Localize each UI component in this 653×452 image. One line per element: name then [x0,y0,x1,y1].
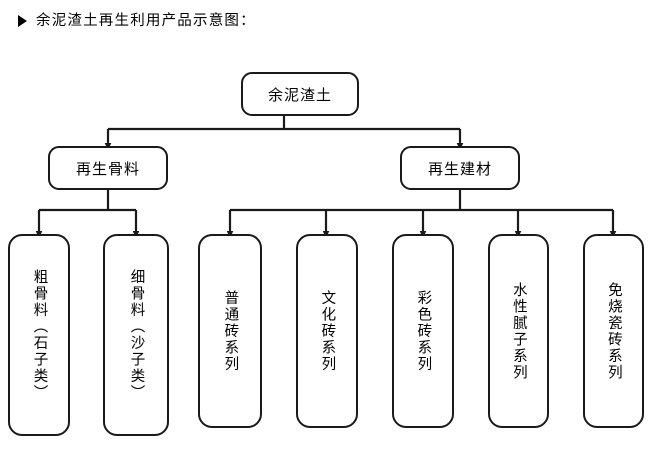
node-ordinary-brick-series[interactable]: 普通砖系列 [198,234,262,428]
node-coarse-aggregate[interactable]: 粗骨料（石子类） [8,234,70,436]
node-fine-aggregate[interactable]: 细骨料（沙子类） [103,234,169,436]
node-root-label: 余泥渣土 [267,85,332,104]
node-water-based-putty-series[interactable]: 水性腻子系列 [488,234,549,428]
node-unfired-ceramic-tile-series[interactable]: 免烧瓷砖系列 [583,234,644,428]
node-ordinary-brick-series-label: 普通砖系列 [222,289,239,373]
node-coarse-aggregate-label: 粗骨料（石子类） [31,269,48,401]
node-root[interactable]: 余泥渣土 [241,72,359,116]
node-culture-brick-series-label: 文化砖系列 [319,289,336,373]
page-heading: 余泥渣土再生利用产品示意图： [18,10,256,32]
triangle-right-icon [18,15,27,27]
node-unfired-ceramic-tile-series-label: 免烧瓷砖系列 [605,281,622,381]
node-recycled-aggregate-label: 再生骨料 [75,159,140,178]
node-recycled-aggregate[interactable]: 再生骨料 [48,146,168,190]
page-title: 余泥渣土再生利用产品示意图： [36,13,256,29]
node-color-brick-series[interactable]: 彩色砖系列 [392,234,454,428]
node-culture-brick-series[interactable]: 文化砖系列 [296,234,358,428]
node-recycled-building-material[interactable]: 再生建材 [400,146,520,190]
node-fine-aggregate-label: 细骨料（沙子类） [128,269,145,401]
node-color-brick-series-label: 彩色砖系列 [415,289,432,373]
node-recycled-building-material-label: 再生建材 [427,159,492,178]
node-water-based-putty-series-label: 水性腻子系列 [510,281,527,381]
